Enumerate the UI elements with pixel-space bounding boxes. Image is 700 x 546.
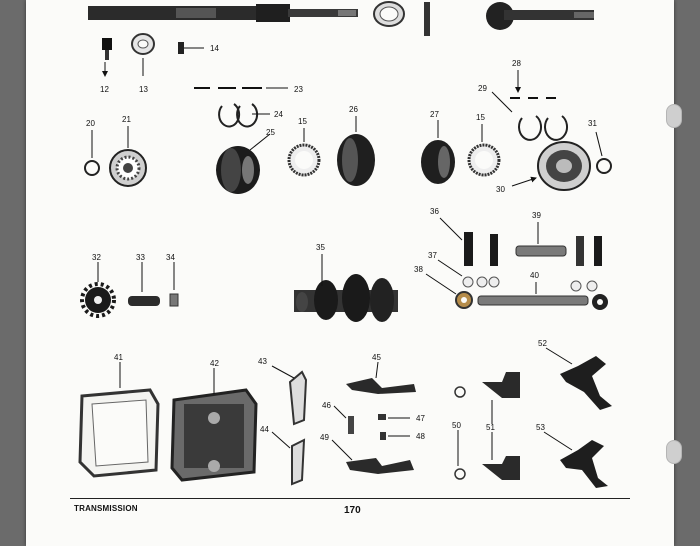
part-47-pin [378,414,410,420]
callout-39: 39 [532,211,541,220]
part-51-shift-rails [482,372,520,480]
part-28-keys [510,70,556,99]
part-37-washers [437,259,598,292]
callout-49: 49 [320,433,329,442]
part-35-cluster-gear [294,254,398,322]
callout-42: 42 [210,359,219,368]
part-32-gear [80,262,116,318]
part-27-gear [421,120,455,184]
callout-26: 26 [349,105,358,114]
callout-14: 14 [210,44,219,53]
part-39-shaft [515,222,567,257]
callout-51: 51 [486,423,495,432]
callout-25: 25 [266,128,275,137]
part-13-bearing [131,33,155,76]
footer-section-title: TRANSMISSION [74,504,138,513]
part-34-spacer [169,262,179,307]
callout-12: 12 [100,85,109,94]
callout-28: 28 [512,59,521,68]
part-42-cover [170,368,258,482]
callout-32: 32 [92,253,101,262]
part-15-ring-b [467,124,501,177]
part-46-spring [333,405,354,434]
part-49-shift-fork [331,439,414,474]
callout-43: 43 [258,357,267,366]
manual-page: 12 13 14 15 15 20 21 23 24 25 26 27 28 2… [26,0,674,546]
needle-bearing-top [373,1,405,27]
callout-36: 36 [430,207,439,216]
callout-47: 47 [416,414,425,423]
callout-35: 35 [316,243,325,252]
part-24-snap-rings [218,103,270,128]
callout-41: 41 [114,353,123,362]
part-25-synchronizer [216,133,271,194]
part-31-ring [595,131,612,174]
footer-rule [70,498,630,499]
callout-34: 34 [166,253,175,262]
page-number: 170 [344,505,361,516]
callout-33: 33 [136,253,145,262]
part-26-gear [337,116,375,186]
callout-23: 23 [294,85,303,94]
part-30-gear [511,141,591,191]
part-36-rollers [439,217,602,266]
callout-50: 50 [452,421,461,430]
callout-52: 52 [538,339,547,348]
exploded-parts-diagram: 12 13 14 15 15 20 21 23 24 25 26 27 28 2… [78,1,612,488]
part-45-shift-fork [346,361,416,394]
part-41-gasket [78,362,160,478]
callout-48: 48 [416,432,425,441]
output-shaft-top [486,2,594,30]
callout-44: 44 [260,425,269,434]
callout-labels: 12 13 14 15 15 20 21 23 24 25 26 27 28 2… [86,44,597,442]
part-29-snap-rings [491,91,568,141]
callout-31: 31 [588,119,597,128]
part-44-interlock [271,431,306,486]
callout-15a: 15 [298,117,307,126]
callout-13: 13 [139,85,148,94]
part-12-pin [102,38,112,77]
callout-38: 38 [414,265,423,274]
main-shaft [88,4,358,22]
part-52-shift-fork [545,347,612,410]
callout-29: 29 [478,84,487,93]
callout-27: 27 [430,110,439,119]
part-14-key [178,42,204,54]
part-38-washer [425,273,608,310]
right-edge-tab-lower [666,440,682,464]
part-21-bearing [109,126,147,187]
callout-21: 21 [122,115,131,124]
part-40-shaft [477,282,589,306]
part-20-ring [84,130,100,176]
spacer-top [424,2,430,36]
callout-37: 37 [428,251,437,260]
callout-20: 20 [86,119,95,128]
part-48-pin [380,432,410,440]
right-edge-tab-upper [666,104,682,128]
part-15-ring-a [287,128,321,177]
part-53-shift-fork [543,431,608,488]
part-50-rings [454,386,466,480]
callout-15b: 15 [476,113,485,122]
callout-46: 46 [322,401,331,410]
callout-24: 24 [274,110,283,119]
part-33-shaft [128,262,160,306]
callout-30: 30 [496,185,505,194]
part-43-interlock [271,365,308,426]
callout-53: 53 [536,423,545,432]
callout-40: 40 [530,271,539,280]
callout-45: 45 [372,353,381,362]
